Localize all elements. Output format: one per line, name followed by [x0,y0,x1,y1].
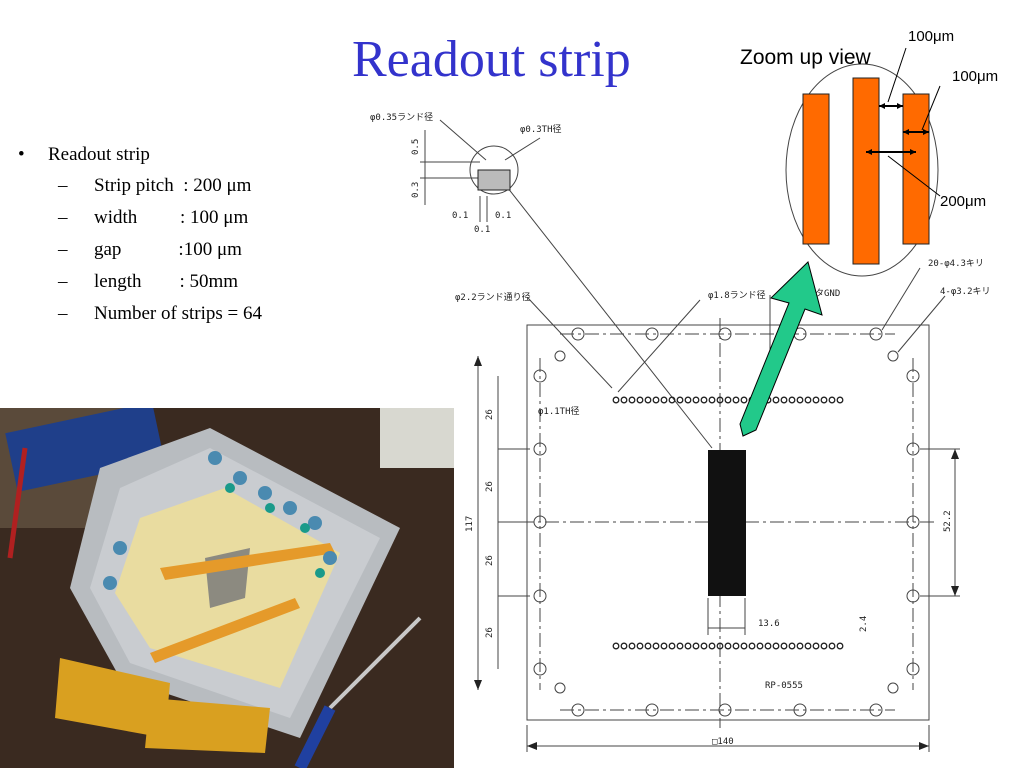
bullet-item-gap: gap :100 μm [10,234,330,266]
zoom-strip-3 [902,93,930,245]
zoom-view-label: Zoom up view [740,46,871,69]
label-dim-05: 0.5 [411,139,421,155]
label-th-dia-small: φ0.3TH径 [520,123,562,135]
label-dim-140: □140 [712,737,734,747]
label-dim-01c: 0.1 [474,225,490,235]
zoom-arrow [739,261,823,437]
label-dim-24: 2.4 [859,616,869,632]
label-dim-26-2: 26 [485,481,495,492]
label-part-no: RP-0555 [765,681,803,691]
label-gnd: タGND [815,288,840,299]
label-dim-01b: 0.1 [495,211,511,221]
zoom-dim-gap: 100μm [908,28,955,45]
label-land-dia-22: φ2.2ランド通り径 [455,291,531,303]
pad-row-bottom [612,642,844,650]
bullet-item-width: width : 100 μm [10,202,330,234]
label-dim-03: 0.3 [411,182,421,198]
bullet-item-length: length : 50mm [10,266,330,298]
slide-title: Readout strip [352,31,631,88]
label-dim-117: 117 [465,516,475,532]
label-dim-01a: 0.1 [452,211,468,221]
zoom-strip-2 [852,77,880,265]
label-dim-26-4: 26 [485,627,495,638]
label-land-dia-small: φ0.35ランド径 [370,111,433,123]
bullet-item-number-of-strips: Number of strips = 64 [10,298,330,330]
zoom-dim-width: 100μm [952,68,999,85]
strip-region [708,450,746,596]
zoom-dim-pitch: 200μm [940,193,987,210]
label-holes-4: 4-φ3.2キリ [940,287,991,297]
pad-row-top [612,396,844,404]
zoom-strip-1 [802,93,830,245]
bullet-list: Readout strip Strip pitch : 200 μm width… [10,140,330,330]
label-dim-26-3: 26 [485,555,495,566]
label-dim-522: 52.2 [943,510,953,532]
bullet-item-strip-pitch: Strip pitch : 200 μm [10,170,330,202]
mounting-holes [533,327,920,717]
label-dim-136: 13.6 [758,619,780,629]
label-th-11: φ1.1TH径 [538,405,580,417]
detector-photo [0,408,454,768]
zoom-view [785,47,941,277]
label-holes-20: 20-φ4.3キリ [928,259,984,269]
label-land-dia-18: φ1.8ランド径 [708,289,766,301]
label-dim-26-1: 26 [485,409,495,420]
bullet-heading: Readout strip [10,140,330,170]
